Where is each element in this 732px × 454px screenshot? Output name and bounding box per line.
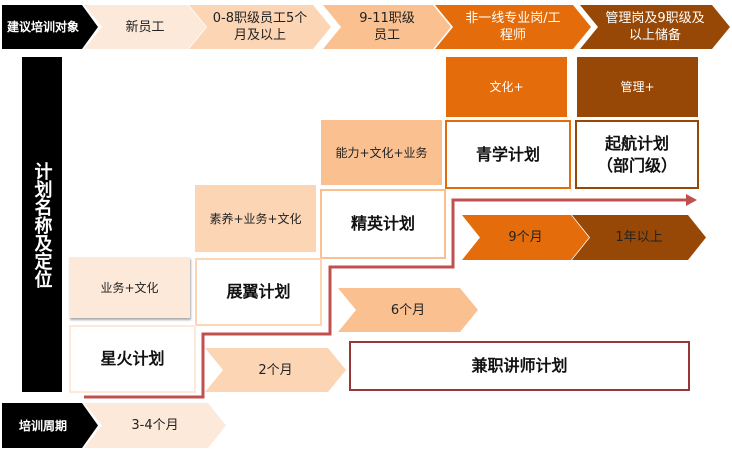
plan-qihang: 起航计划（部门级） bbox=[575, 120, 699, 189]
plan-zhanyi: 展翼计划 bbox=[195, 258, 322, 326]
period-qihang: 1年以上 bbox=[572, 215, 706, 260]
target-level-9-11: 9-11职级员工 bbox=[323, 5, 451, 49]
focus-jingying: 能力+文化+业务 bbox=[321, 120, 442, 185]
focus-xinghuo: 业务+文化 bbox=[69, 257, 190, 318]
plan-jingying: 精英计划 bbox=[320, 189, 446, 259]
plan-jianzhi: 兼职讲师计划 bbox=[349, 341, 690, 391]
target-row-label: 建议培训对象 bbox=[2, 5, 98, 49]
target-management: 管理岗及9职级及以上储备 bbox=[580, 5, 730, 49]
focus-zhanyi: 素养+业务+文化 bbox=[195, 185, 316, 252]
plan-xinghuo: 星火计划 bbox=[69, 325, 196, 393]
period-row-label: 培训周期 bbox=[2, 403, 98, 448]
period-qingxue: 9个月 bbox=[462, 215, 589, 260]
period-xinghuo: 3-4个月 bbox=[84, 403, 226, 448]
target-engineer: 非一线专业岗/工程师 bbox=[435, 5, 591, 49]
focus-qingxue: 文化+ bbox=[446, 57, 567, 117]
target-new-employee: 新员工 bbox=[84, 5, 206, 49]
plan-qingxue: 青学计划 bbox=[445, 120, 571, 189]
target-level-0-8: 0-8职级员工5个月及以上 bbox=[189, 5, 331, 49]
plan-side-label: 计划名称及定位 bbox=[22, 57, 62, 392]
period-jingying: 6个月 bbox=[338, 288, 478, 332]
focus-qihang: 管理+ bbox=[577, 57, 698, 117]
period-zhanyi: 2个月 bbox=[205, 348, 346, 392]
